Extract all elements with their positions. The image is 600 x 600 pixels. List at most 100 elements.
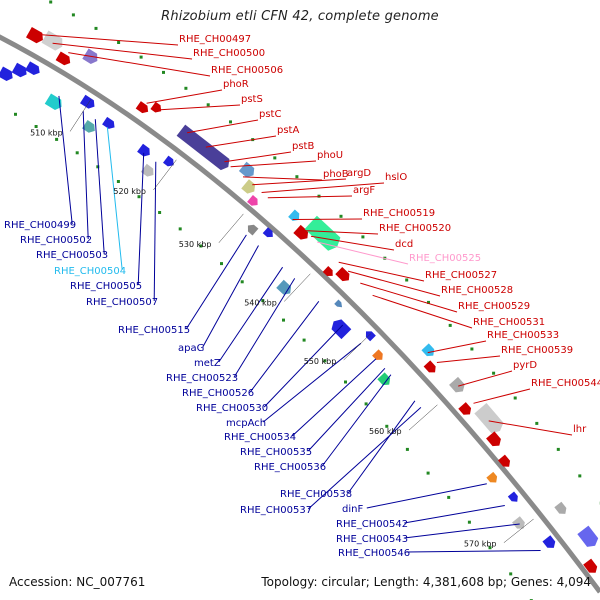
gene-feature[interactable]	[150, 101, 163, 115]
gene-feature[interactable]	[498, 454, 513, 470]
gene-label-left[interactable]: RHE_CH00534	[224, 432, 296, 443]
gene-label-right[interactable]: pyrD	[513, 360, 537, 371]
gene-label-right[interactable]: RHE_CH00527	[425, 270, 497, 281]
gene-feature[interactable]	[82, 120, 98, 135]
gene-label-right[interactable]: phoU	[317, 150, 343, 161]
gene-label-left[interactable]: RHE_CH00546	[338, 548, 410, 559]
gene-label-right[interactable]: phoB	[323, 169, 349, 180]
gene-label-right[interactable]: RHE_CH00533	[487, 330, 559, 341]
gene-label-right[interactable]: argD	[347, 168, 371, 179]
marker-dot	[240, 280, 244, 284]
gene-feature[interactable]	[304, 215, 344, 254]
gene-label-right[interactable]: RHE_CH00519	[363, 208, 435, 219]
gene-feature[interactable]	[335, 266, 352, 284]
gene-label-left[interactable]: apaG	[178, 343, 204, 354]
gene-label-right[interactable]: phoR	[223, 79, 249, 90]
gene-label-right[interactable]: pstA	[277, 125, 299, 136]
gene-label-left[interactable]: RHE_CH00526	[182, 388, 254, 399]
gene-feature[interactable]	[577, 525, 600, 550]
gene-feature[interactable]	[583, 558, 599, 576]
gene-label-left[interactable]: RHE_CH00537	[240, 505, 312, 516]
gene-label-right[interactable]: RHE_CH00500	[193, 48, 265, 59]
gene-label-right[interactable]: RHE_CH00544	[531, 378, 600, 389]
gene-feature[interactable]	[41, 30, 65, 53]
gene-label-left[interactable]: RHE_CH00530	[196, 403, 268, 414]
gene-label-right[interactable]: RHE_CH00529	[458, 301, 530, 312]
gene-feature[interactable]	[542, 535, 557, 551]
gene-label-right[interactable]: hslO	[385, 172, 407, 183]
gene-label-right[interactable]: argF	[353, 185, 375, 196]
gene-label-left[interactable]: RHE_CH00515	[118, 325, 190, 336]
gene-label-left[interactable]: RHE_CH00502	[20, 235, 92, 246]
gene-feature[interactable]	[507, 491, 521, 504]
gene-label-right[interactable]: RHE_CH00506	[211, 65, 283, 76]
gene-feature[interactable]	[11, 62, 30, 79]
gene-feature[interactable]	[423, 360, 439, 375]
leader-line	[36, 33, 179, 46]
gene-feature[interactable]	[363, 329, 376, 342]
gene-feature[interactable]	[241, 179, 258, 196]
gene-feature[interactable]	[55, 51, 73, 68]
gene-feature[interactable]	[486, 431, 503, 449]
gene-label-left[interactable]: RHE_CH00535	[240, 447, 312, 458]
marker-dot	[467, 520, 471, 524]
gene-feature[interactable]	[421, 343, 436, 359]
gene-feature[interactable]	[25, 61, 42, 77]
gene-label-left[interactable]: RHE_CH00499	[4, 220, 76, 231]
gene-label-right[interactable]: dcd	[395, 239, 413, 250]
marker-dot	[339, 214, 343, 218]
gene-feature[interactable]	[102, 116, 117, 131]
gene-feature[interactable]	[449, 376, 467, 395]
gene-feature[interactable]	[245, 222, 259, 236]
gene-feature[interactable]	[162, 155, 176, 169]
gene-label-left[interactable]: RHE_CH00538	[280, 489, 352, 500]
gene-label-right[interactable]: pstS	[241, 94, 263, 105]
gene-feature[interactable]	[329, 316, 352, 340]
gene-label-right[interactable]: RHE_CH00525	[409, 253, 481, 264]
gene-feature[interactable]	[44, 93, 65, 112]
gene-feature[interactable]	[247, 195, 260, 208]
gene-label-right[interactable]: pstC	[259, 109, 281, 120]
gene-feature[interactable]	[135, 101, 151, 115]
gene-feature[interactable]	[176, 124, 233, 173]
gene-label-left[interactable]: RHE_CH00507	[86, 297, 158, 308]
gene-label-right[interactable]: RHE_CH00528	[441, 285, 513, 296]
gene-feature[interactable]	[554, 501, 569, 517]
gene-label-left[interactable]: mcpAch	[226, 418, 266, 429]
gene-feature[interactable]	[293, 224, 311, 243]
gene-label-left[interactable]: RHE_CH00504	[54, 266, 126, 277]
marker-dot	[273, 156, 277, 160]
gene-label-right[interactable]: RHE_CH00520	[379, 223, 451, 234]
gene-feature[interactable]	[80, 94, 97, 111]
gene-feature[interactable]	[288, 209, 302, 223]
gene-label-left[interactable]: metZ	[194, 358, 221, 369]
leader-line	[372, 294, 473, 329]
gene-label-left[interactable]: RHE_CH00505	[70, 281, 142, 292]
gene-feature[interactable]	[137, 143, 153, 159]
gene-feature[interactable]	[377, 372, 393, 388]
gene-feature[interactable]	[25, 26, 46, 45]
gene-label-right[interactable]: RHE_CH00539	[501, 345, 573, 356]
gene-feature[interactable]	[322, 266, 336, 279]
kbp-tick-label: 530 kbp	[179, 240, 212, 249]
gene-label-right[interactable]: RHE_CH00497	[179, 34, 251, 45]
gene-feature[interactable]	[0, 66, 15, 83]
gene-feature[interactable]	[372, 349, 385, 362]
gene-feature[interactable]	[140, 163, 157, 179]
gene-label-right[interactable]: RHE_CH00531	[473, 317, 545, 328]
gene-label-left[interactable]: RHE_CH00536	[254, 462, 326, 473]
gene-feature[interactable]	[512, 516, 527, 532]
gene-feature[interactable]	[474, 403, 506, 436]
gene-label-left[interactable]: RHE_CH00542	[336, 519, 408, 530]
gene-label-left[interactable]: RHE_CH00503	[36, 250, 108, 261]
gene-label-left[interactable]: RHE_CH00543	[336, 534, 408, 545]
marker-dot	[427, 300, 430, 304]
gene-label-left[interactable]: RHE_CH00523	[166, 373, 238, 384]
gene-feature[interactable]	[486, 471, 499, 485]
gene-feature[interactable]	[458, 402, 473, 418]
gene-label-left[interactable]: dinF	[342, 504, 363, 515]
gene-label-right[interactable]: pstB	[292, 141, 314, 152]
gene-label-right[interactable]: lhr	[573, 424, 587, 435]
gene-feature[interactable]	[334, 299, 344, 310]
gene-feature[interactable]	[262, 227, 276, 240]
